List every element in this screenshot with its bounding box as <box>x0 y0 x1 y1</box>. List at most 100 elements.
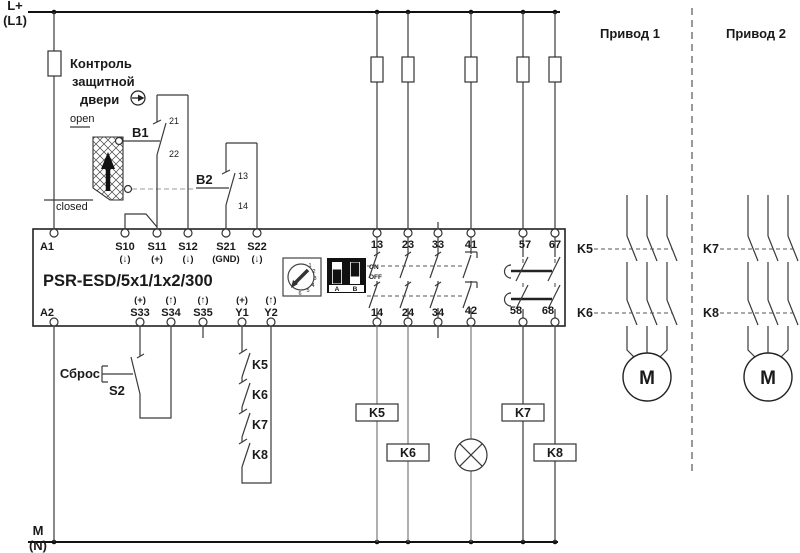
terminal-sub: (↓) <box>251 254 262 265</box>
door-title-line3: двери <box>80 92 119 107</box>
relay-model-label: PSR-ESD/5x1/1x2/300 <box>43 272 213 290</box>
terminal-label: 67 <box>549 239 561 251</box>
motor-1-icon: M <box>622 352 672 402</box>
rotary-digit: 3 <box>313 276 316 282</box>
door-title-line2: защитной <box>72 74 135 89</box>
terminal-sub: (↑) <box>265 295 276 306</box>
relay-terminal-labels-top: A1 S10 (↓) S11 (+) S12 (↓) S21 (GND) S22… <box>40 239 561 265</box>
terminal-label: S35 <box>193 307 213 319</box>
terminal-sub: (+) <box>236 295 248 306</box>
relay-contacts-no <box>367 222 462 318</box>
terminal-label: 13 <box>371 239 383 251</box>
rotary-digit: 1 <box>308 263 311 269</box>
contactor-coil-k8 <box>533 443 577 462</box>
terminal-label: 57 <box>519 239 531 251</box>
contactor-coil-k6 <box>386 443 430 462</box>
b2-label: B2 <box>196 172 213 187</box>
return-n-label: (N) <box>29 538 47 553</box>
reset-switch-id: S2 <box>109 383 125 398</box>
dip-switch-icon: A B ON OFF <box>327 258 382 293</box>
terminal-label: 24 <box>402 307 415 319</box>
dip-b-label: B <box>353 286 358 293</box>
contactor-coil-k7 <box>501 403 545 422</box>
terminal-sub: (+) <box>151 254 163 265</box>
terminal-label: Y1 <box>235 307 248 319</box>
terminal-label: 68 <box>542 305 554 317</box>
supply-plus-label: L+ <box>7 0 23 13</box>
door-open-label: open <box>70 113 94 125</box>
terminal-label: S12 <box>178 241 198 253</box>
terminal-label: A1 <box>40 241 54 253</box>
coil-label: K8 <box>547 446 563 460</box>
contactor-k5-label: K5 <box>577 242 593 256</box>
fuse-icon <box>516 56 530 83</box>
reset-pushbutton-icon <box>101 365 133 383</box>
terminal-label: S21 <box>216 241 236 253</box>
terminal-label: S34 <box>161 307 181 319</box>
coil-label: K7 <box>515 406 531 420</box>
terminal-label: 34 <box>432 307 445 319</box>
door-linkage-pivot <box>123 184 133 194</box>
feedback-contact-label: K8 <box>252 448 268 462</box>
coil-label: K6 <box>400 446 416 460</box>
terminal-sub: (↓) <box>182 254 193 265</box>
terminal-label: 58 <box>510 305 522 317</box>
contactor-coil-k5 <box>355 403 399 422</box>
door-closed-label: closed <box>56 201 88 213</box>
reset-circuit: Сброс S2 <box>53 326 439 542</box>
fuse-icon <box>548 56 562 83</box>
terminal-sub: (↓) <box>119 254 130 265</box>
b2-contact-13: 13 <box>238 171 248 181</box>
bottom-power-rail: M (N) <box>28 523 558 553</box>
door-monitoring: Контроль защитной двери open closed <box>44 56 194 213</box>
coil-label: K5 <box>369 406 385 420</box>
fuse-icon <box>47 50 62 77</box>
contactor-k8-label: K8 <box>703 306 719 320</box>
terminal-label: 14 <box>371 307 384 319</box>
switch-b1: B1 21 22 <box>132 94 189 229</box>
feedback-contact-label: K7 <box>252 418 268 432</box>
dip-off-label: OFF <box>369 274 382 281</box>
rotary-digit: 6 <box>298 291 301 297</box>
return-m-label: M <box>33 523 44 538</box>
rotary-digit: 2 <box>312 269 315 275</box>
relay-contacts-signal <box>503 237 561 318</box>
b2-contact-14: 14 <box>238 201 248 211</box>
motor-label: M <box>639 368 655 389</box>
relay-contact-nc-41-42 <box>462 237 478 318</box>
feedback-loop: K5 K6 K7 K8 <box>238 326 272 484</box>
output-loads: K5 K6 K7 K8 <box>355 326 577 542</box>
terminal-label: S11 <box>148 241 167 253</box>
rotary-digit: 4 <box>311 283 314 289</box>
door-title-line1: Контроль <box>70 56 132 71</box>
feedback-contact-label: K5 <box>252 358 268 372</box>
drive1-title: Привод 1 <box>600 26 660 41</box>
terminal-sub: (↑) <box>165 295 176 306</box>
motor-2-icon: M <box>743 352 793 402</box>
terminal-label: 23 <box>402 239 414 251</box>
drive-2: Привод 2 K7 K8 M <box>703 26 799 402</box>
terminal-sub: (↑) <box>197 295 208 306</box>
contactor-k7-label: K7 <box>703 242 719 256</box>
drive2-title: Привод 2 <box>726 26 786 41</box>
actuation-direction-icon <box>130 90 146 106</box>
terminal-label: A2 <box>40 307 54 319</box>
terminal-label: S10 <box>115 241 135 253</box>
rotary-selector-icon: 1 2 3 4 5 6 <box>282 257 322 297</box>
terminal-label: S22 <box>247 241 267 253</box>
terminal-label: Y2 <box>264 307 277 319</box>
reset-label: Сброс <box>60 366 100 381</box>
jumper-s10-s11 <box>124 213 158 229</box>
top-power-rail: L+ (L1) <box>3 0 560 28</box>
fuse-icon <box>370 56 384 83</box>
terminal-sub: (+) <box>134 295 146 306</box>
dip-on-label: ON <box>369 264 379 271</box>
fuse-feeders <box>47 12 562 229</box>
terminal-label: S33 <box>130 307 150 319</box>
supply-l1-label: (L1) <box>3 13 27 28</box>
contactor-k6-label: K6 <box>577 306 593 320</box>
rotary-digit: 5 <box>306 288 309 294</box>
relay-terminals <box>49 228 560 327</box>
